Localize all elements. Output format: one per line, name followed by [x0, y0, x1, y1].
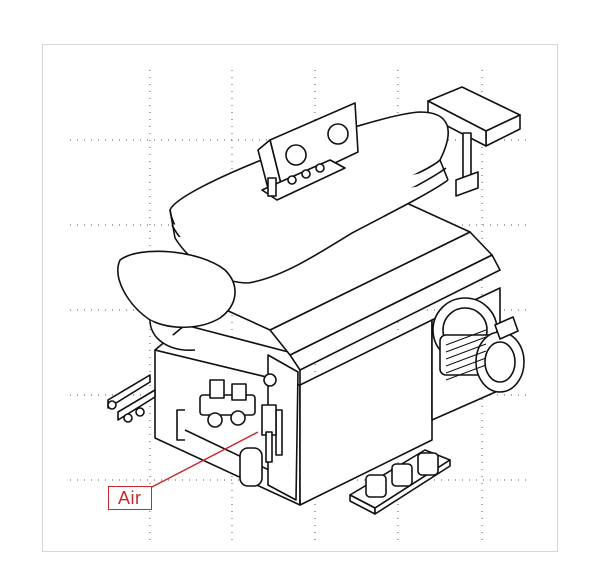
cabinet	[154, 319, 433, 506]
front-buck	[117, 250, 236, 351]
press-head	[169, 111, 449, 284]
hand-rail	[107, 374, 156, 423]
machine-outline	[107, 86, 525, 515]
valve-assembly	[176, 379, 277, 487]
air-leader	[149, 431, 259, 489]
side-tray	[427, 86, 521, 197]
head-bracket	[257, 102, 359, 201]
air-callout-label: Air	[108, 486, 152, 510]
foot-pedals	[349, 449, 451, 515]
blower-motor	[431, 287, 525, 421]
